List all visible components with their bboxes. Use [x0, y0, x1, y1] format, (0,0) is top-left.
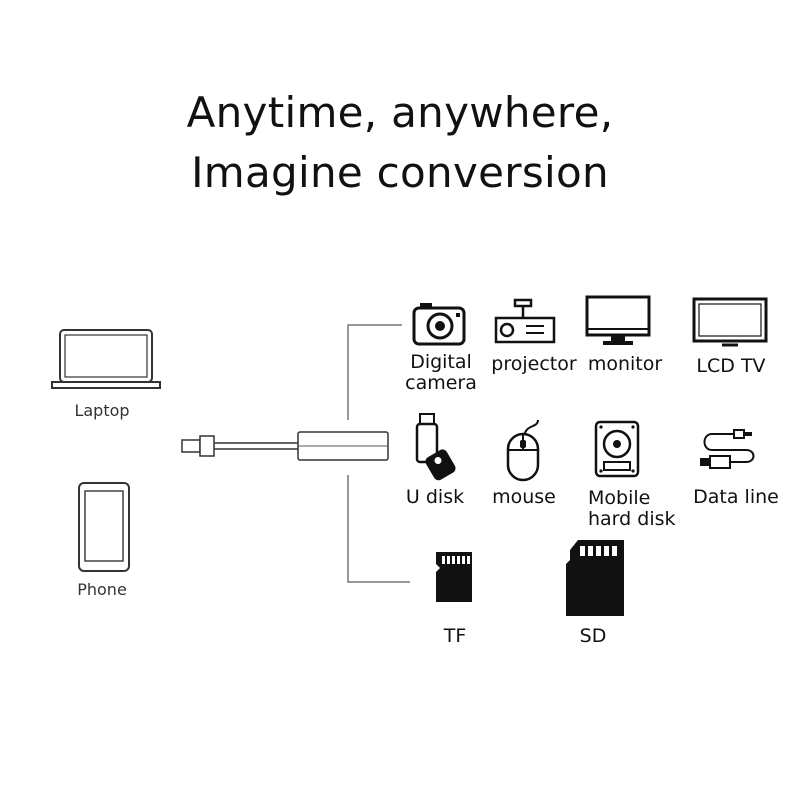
- digital-camera-label: Digital camera: [404, 352, 478, 394]
- digital-camera-label-line-1: Digital: [410, 351, 472, 373]
- sd-label: SD: [579, 625, 607, 647]
- phone-label: Phone: [77, 580, 127, 599]
- data-cable-icon: [700, 429, 755, 469]
- branch-lines: [347, 324, 410, 583]
- laptop-icon: [51, 329, 161, 389]
- tf-card-icon: [436, 552, 472, 602]
- mobile-hard-disk-label-line-2: hard disk: [588, 508, 676, 530]
- headline-line-2: Imagine conversion: [191, 148, 609, 197]
- monitor-label: monitor: [587, 353, 663, 375]
- hard-disk-icon: [594, 420, 640, 478]
- mobile-hard-disk-label: Mobile hard disk: [584, 488, 682, 530]
- mouse-icon: [506, 419, 540, 482]
- digital-camera-label-line-2: camera: [405, 372, 477, 394]
- projector-icon: [494, 298, 556, 344]
- mobile-hard-disk-label-line-1: Mobile: [588, 487, 651, 509]
- monitor-icon: [585, 295, 651, 345]
- mouse-label: mouse: [492, 486, 556, 508]
- tv-icon: [692, 297, 768, 347]
- sd-card-icon: [566, 540, 624, 616]
- phone-icon: [78, 482, 130, 572]
- usb-c-hub-icon: [181, 431, 389, 461]
- usb-flash-drive-icon: [415, 413, 456, 481]
- camera-icon: [412, 303, 466, 346]
- data-line-label: Data line: [693, 486, 779, 508]
- lcd-tv-label: LCD TV: [696, 355, 766, 377]
- laptop-label: Laptop: [74, 401, 130, 420]
- tf-label: TF: [443, 625, 467, 647]
- headline-line-1: Anytime, anywhere,: [186, 88, 614, 137]
- projector-label: projector: [491, 353, 577, 375]
- u-disk-label: U disk: [405, 486, 465, 508]
